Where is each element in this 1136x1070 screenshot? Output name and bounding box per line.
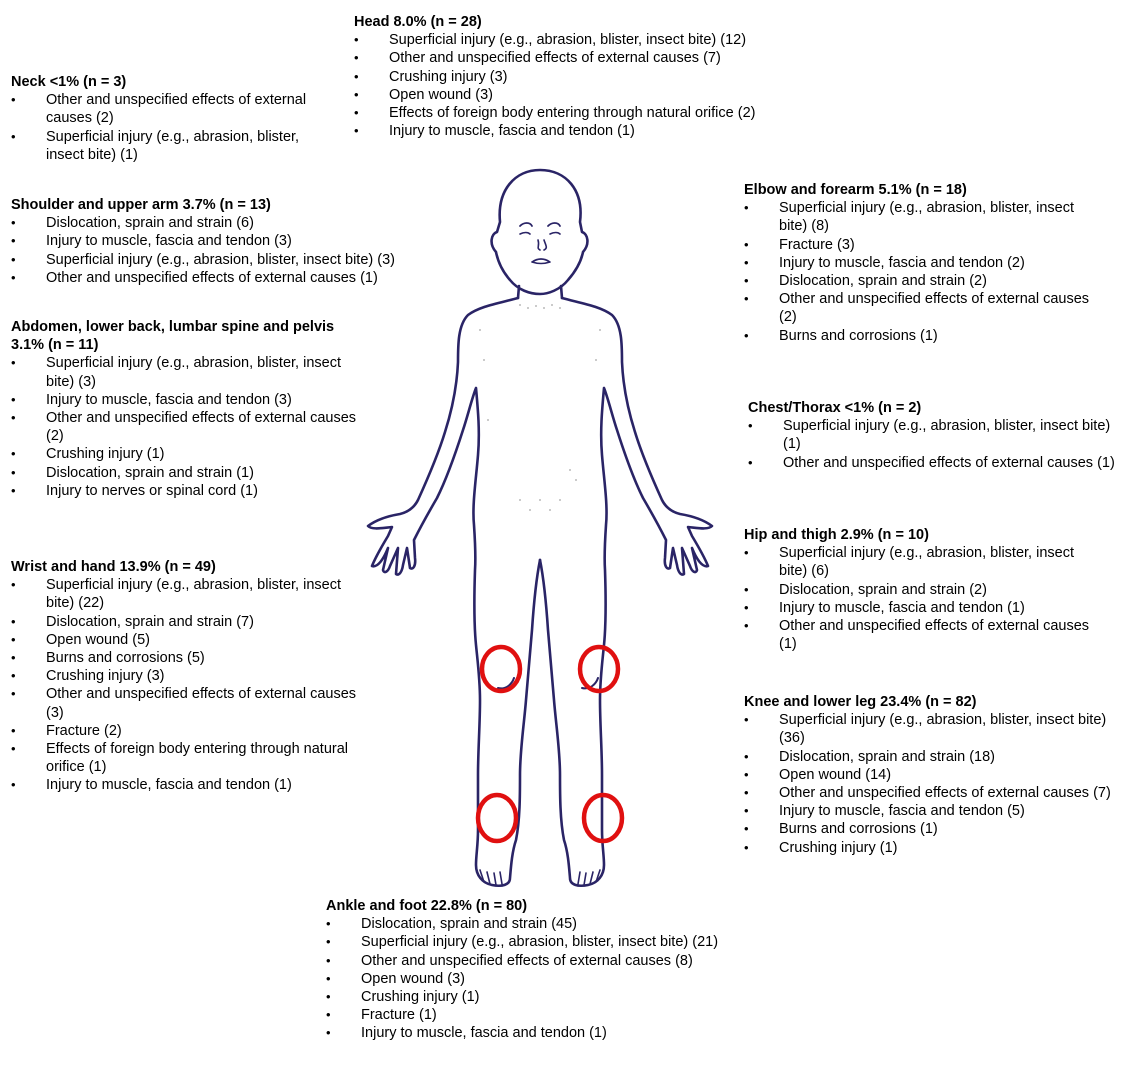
injury-item: Other and unspecified effects of externa… xyxy=(354,49,874,67)
injury-item: Dislocation, sprain and strain (7) xyxy=(11,613,361,631)
region-neck: Neck <1% (n = 3) Other and unspecified e… xyxy=(11,73,321,164)
injury-item: Superficial injury (e.g., abrasion, blis… xyxy=(11,128,321,164)
injury-item: Superficial injury (e.g., abrasion, blis… xyxy=(11,576,361,612)
region-heading: Abdomen, lower back, lumbar spine and pe… xyxy=(11,318,361,354)
injury-list: Superficial injury (e.g., abrasion, blis… xyxy=(11,354,361,500)
injury-item: Burns and corrosions (1) xyxy=(744,820,1124,838)
injury-item: Crushing injury (1) xyxy=(11,445,361,463)
injury-item: Burns and corrosions (1) xyxy=(744,327,1094,345)
region-wrist: Wrist and hand 13.9% (n = 49) Superficia… xyxy=(11,558,361,795)
injury-list: Superficial injury (e.g., abrasion, blis… xyxy=(354,31,874,140)
injury-item: Injury to muscle, fascia and tendon (3) xyxy=(11,232,481,250)
injury-item: Other and unspecified effects of externa… xyxy=(748,454,1128,472)
region-chest: Chest/Thorax <1% (n = 2) Superficial inj… xyxy=(748,399,1128,472)
injury-item: Dislocation, sprain and strain (45) xyxy=(326,915,846,933)
injury-item: Dislocation, sprain and strain (6) xyxy=(11,214,481,232)
region-heading: Elbow and forearm 5.1% (n = 18) xyxy=(744,181,1094,199)
region-heading: Neck <1% (n = 3) xyxy=(11,73,321,91)
left-knee-highlight xyxy=(482,647,520,691)
injury-item: Fracture (1) xyxy=(326,1006,846,1024)
injury-item: Superficial injury (e.g., abrasion, blis… xyxy=(744,711,1124,747)
injury-item: Other and unspecified effects of externa… xyxy=(11,91,321,127)
injury-item: Crushing injury (1) xyxy=(744,839,1124,857)
neck-outline xyxy=(518,286,519,298)
region-heading: Chest/Thorax <1% (n = 2) xyxy=(748,399,1128,417)
injury-item: Open wound (3) xyxy=(354,86,874,104)
injury-item: Effects of foreign body entering through… xyxy=(354,104,874,122)
injury-item: Other and unspecified effects of externa… xyxy=(11,409,361,445)
injury-item: Superficial injury (e.g., abrasion, blis… xyxy=(744,199,1094,235)
injury-item: Effects of foreign body entering through… xyxy=(11,740,361,776)
injury-item: Fracture (2) xyxy=(11,722,361,740)
region-heading: Knee and lower leg 23.4% (n = 82) xyxy=(744,693,1124,711)
region-heading: Wrist and hand 13.9% (n = 49) xyxy=(11,558,361,576)
region-heading: Ankle and foot 22.8% (n = 80) xyxy=(326,897,846,915)
injury-item: Crushing injury (3) xyxy=(11,667,361,685)
region-knee: Knee and lower leg 23.4% (n = 82) Superf… xyxy=(744,693,1124,857)
right-knee-highlight xyxy=(580,647,618,691)
injury-item: Superficial injury (e.g., abrasion, blis… xyxy=(744,544,1094,580)
head-outline xyxy=(492,170,588,294)
injury-item: Injury to muscle, fascia and tendon (1) xyxy=(744,599,1094,617)
injury-list: Superficial injury (e.g., abrasion, blis… xyxy=(744,711,1124,857)
injury-item: Dislocation, sprain and strain (18) xyxy=(744,748,1124,766)
region-shoulder: Shoulder and upper arm 3.7% (n = 13) Dis… xyxy=(11,196,481,287)
injury-list: Other and unspecified effects of externa… xyxy=(11,91,321,164)
left-side-outline xyxy=(368,298,540,886)
injury-item: Superficial injury (e.g., abrasion, blis… xyxy=(11,354,361,390)
injury-item: Crushing injury (3) xyxy=(354,68,874,86)
injury-item: Superficial injury (e.g., abrasion, blis… xyxy=(354,31,874,49)
region-heading: Head 8.0% (n = 28) xyxy=(354,13,874,31)
right-toes xyxy=(578,870,600,885)
face xyxy=(520,223,560,226)
region-hip: Hip and thigh 2.9% (n = 10) Superficial … xyxy=(744,526,1094,653)
injury-item: Other and unspecified effects of externa… xyxy=(744,290,1094,326)
injury-item: Superficial injury (e.g., abrasion, blis… xyxy=(11,251,481,269)
injury-item: Injury to muscle, fascia and tendon (3) xyxy=(11,391,361,409)
injury-item: Other and unspecified effects of externa… xyxy=(11,685,361,721)
injury-item: Other and unspecified effects of externa… xyxy=(744,784,1124,802)
injury-item: Dislocation, sprain and strain (1) xyxy=(11,464,361,482)
injury-item: Injury to muscle, fascia and tendon (2) xyxy=(744,254,1094,272)
injury-item: Other and unspecified effects of externa… xyxy=(744,617,1094,653)
injury-item: Injury to nerves or spinal cord (1) xyxy=(11,482,361,500)
injury-item: Crushing injury (1) xyxy=(326,988,846,1006)
right-side-outline xyxy=(540,298,712,886)
region-heading: Hip and thigh 2.9% (n = 10) xyxy=(744,526,1094,544)
injury-item: Burns and corrosions (5) xyxy=(11,649,361,667)
region-ankle: Ankle and foot 22.8% (n = 80) Dislocatio… xyxy=(326,897,846,1043)
injury-list: Superficial injury (e.g., abrasion, blis… xyxy=(11,576,361,794)
injury-item: Open wound (14) xyxy=(744,766,1124,784)
injury-item: Other and unspecified effects of externa… xyxy=(11,269,481,287)
injury-item: Open wound (5) xyxy=(11,631,361,649)
injury-list: Superficial injury (e.g., abrasion, blis… xyxy=(744,544,1094,653)
injury-item: Injury to muscle, fascia and tendon (5) xyxy=(744,802,1124,820)
injury-item: Open wound (3) xyxy=(326,970,846,988)
injury-list: Superficial injury (e.g., abrasion, blis… xyxy=(748,417,1128,472)
injury-item: Injury to muscle, fascia and tendon (1) xyxy=(354,122,874,140)
injury-list: Dislocation, sprain and strain (45)Super… xyxy=(326,915,846,1042)
shading-stipple xyxy=(479,304,601,511)
injury-item: Superficial injury (e.g., abrasion, blis… xyxy=(748,417,1128,453)
injury-list: Dislocation, sprain and strain (6)Injury… xyxy=(11,214,481,287)
injury-item: Fracture (3) xyxy=(744,236,1094,254)
injury-item: Dislocation, sprain and strain (2) xyxy=(744,581,1094,599)
injury-item: Superficial injury (e.g., abrasion, blis… xyxy=(326,933,846,951)
region-head: Head 8.0% (n = 28) Superficial injury (e… xyxy=(354,13,874,140)
injury-item: Injury to muscle, fascia and tendon (1) xyxy=(326,1024,846,1042)
left-ankle-highlight xyxy=(478,795,516,841)
left-toes xyxy=(480,870,502,885)
region-abdomen: Abdomen, lower back, lumbar spine and pe… xyxy=(11,318,361,500)
region-heading: Shoulder and upper arm 3.7% (n = 13) xyxy=(11,196,481,214)
region-elbow: Elbow and forearm 5.1% (n = 18) Superfic… xyxy=(744,181,1094,345)
injury-item: Other and unspecified effects of externa… xyxy=(326,952,846,970)
injury-item: Injury to muscle, fascia and tendon (1) xyxy=(11,776,361,794)
injury-list: Superficial injury (e.g., abrasion, blis… xyxy=(744,199,1094,345)
injury-item: Dislocation, sprain and strain (2) xyxy=(744,272,1094,290)
